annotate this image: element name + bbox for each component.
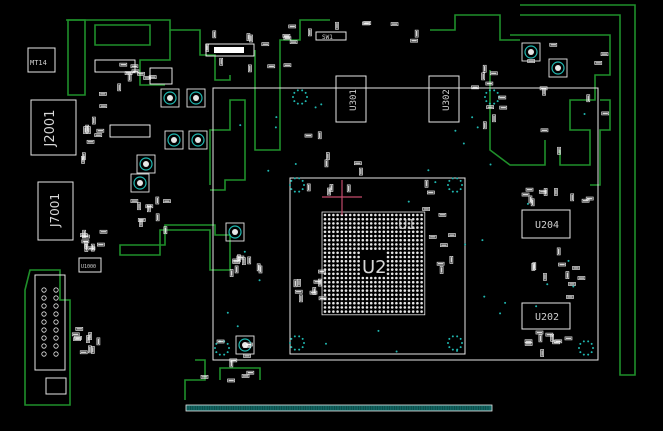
label-u204: U204 xyxy=(535,220,559,231)
connector-j2001[interactable]: J2001 xyxy=(30,99,77,156)
label-j2001: J2001 xyxy=(43,110,58,148)
label-u1000: U1000 xyxy=(81,264,96,270)
corner-via-clusters xyxy=(214,89,594,356)
pcie-edge-connector[interactable] xyxy=(185,404,493,412)
gpu-region-outline xyxy=(212,87,599,361)
label-sw1: SW1 xyxy=(322,34,333,41)
chip-u301[interactable]: U301 xyxy=(335,75,367,123)
bga-ball-grid xyxy=(321,211,426,316)
passive-components xyxy=(71,21,610,383)
vias xyxy=(226,103,586,353)
mounting-hole-mt14[interactable]: MT14 xyxy=(27,47,56,73)
chip-u204[interactable]: U204 xyxy=(521,209,571,239)
label-u2: U2 xyxy=(362,257,387,278)
label-mt14: MT14 xyxy=(30,59,47,67)
chip-u302[interactable]: U302 xyxy=(428,75,460,123)
label-u301: U301 xyxy=(349,89,359,111)
chip-u1000[interactable]: U1000 xyxy=(78,257,102,273)
label-j7001: J7001 xyxy=(48,193,62,228)
label-u1: U1 xyxy=(398,218,416,233)
connector-j7001[interactable]: J7001 xyxy=(37,181,74,241)
capacitors xyxy=(130,42,568,355)
switch-sw1[interactable]: SW1 xyxy=(315,31,347,41)
pcie-fingers xyxy=(187,406,489,410)
bga-package-u2[interactable]: U2 U1 xyxy=(289,177,466,355)
board-outline-traces xyxy=(24,4,636,406)
label-u202: U202 xyxy=(535,312,559,323)
connector-left-bottom[interactable] xyxy=(34,274,67,395)
connector-pins xyxy=(41,287,59,357)
chip-u202[interactable]: U202 xyxy=(521,302,571,330)
label-u302: U302 xyxy=(442,89,452,111)
